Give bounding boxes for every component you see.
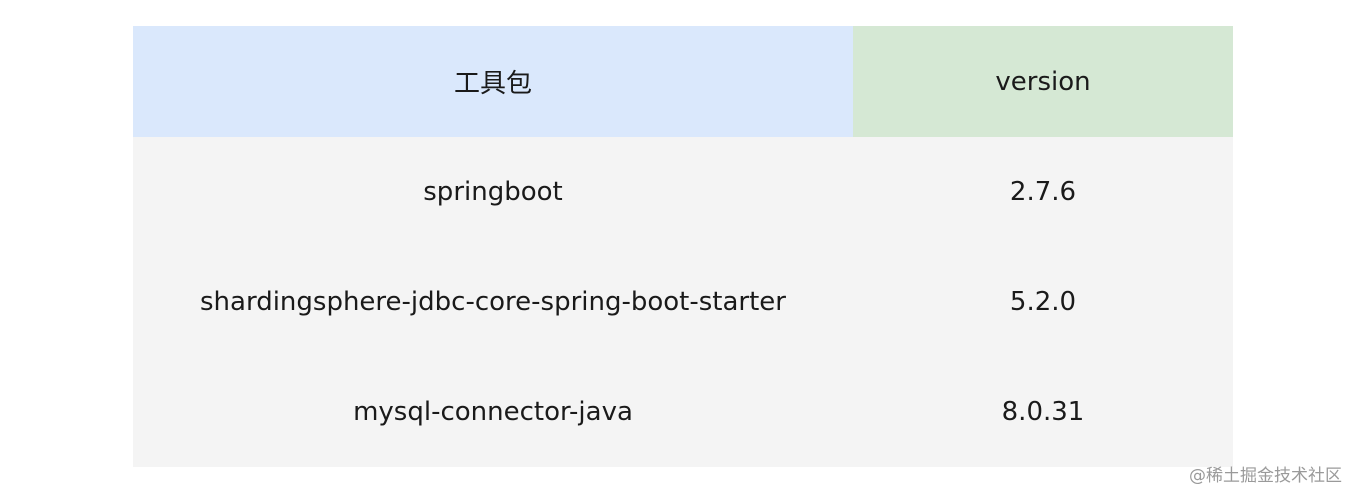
table-row: springboot 2.7.6 [133, 137, 1233, 247]
table-header-row: 工具包 version [133, 26, 1233, 137]
table-row: mysql-connector-java 8.0.31 [133, 357, 1233, 467]
package-cell: shardingsphere-jdbc-core-spring-boot-sta… [200, 287, 786, 317]
package-cell: springboot [423, 177, 563, 207]
version-cell: 5.2.0 [1009, 287, 1077, 317]
header-package: 工具包 [133, 26, 853, 137]
header-version: version [853, 26, 1233, 137]
package-cell: mysql-connector-java [353, 397, 633, 427]
table-row: shardingsphere-jdbc-core-spring-boot-sta… [133, 247, 1233, 357]
versions-table: 工具包 version springboot 2.7.6 shardingsph… [133, 26, 1233, 468]
watermark: @稀土掘金技术社区 [1189, 466, 1342, 486]
version-cell: 2.7.6 [1009, 177, 1077, 207]
version-cell: 8.0.31 [1001, 397, 1085, 427]
